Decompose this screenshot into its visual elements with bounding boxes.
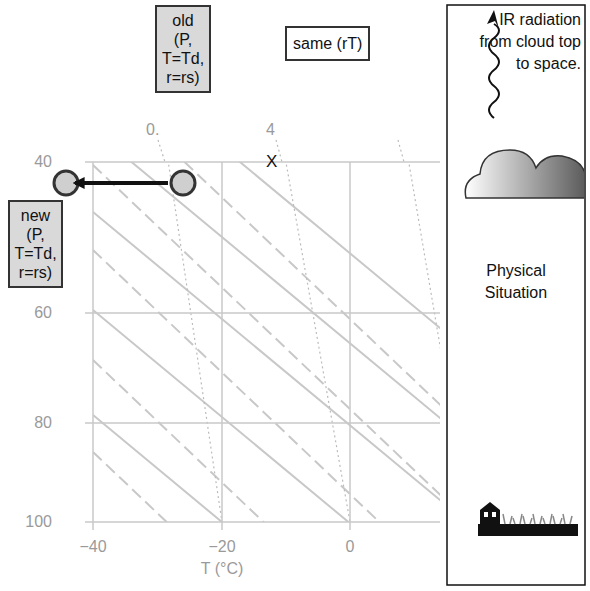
pressure-label: 60	[34, 304, 52, 322]
temperature-label: −20	[208, 538, 235, 556]
pressure-label: 100	[25, 513, 52, 531]
old-state-dot	[171, 171, 195, 195]
pressure-label: 40	[34, 153, 52, 171]
new-state-dot	[54, 171, 78, 195]
axis-title: T (°C)	[201, 560, 244, 578]
temperature-label: 0	[346, 538, 355, 556]
physical-situation-panel: IR radiation from cloud top to space. Phy…	[447, 5, 585, 585]
state-label: new (P, T=Td, r=rs)	[14, 206, 57, 282]
state-box: old (P, T=Td, r=rs)	[155, 5, 211, 93]
state-box: same (rT)	[285, 26, 370, 61]
state-box: new (P, T=Td, r=rs)	[8, 200, 63, 288]
state-label: old (P, T=Td, r=rs)	[161, 11, 205, 87]
house-icon	[480, 502, 500, 524]
state-change-arrow	[75, 181, 168, 185]
cloud-icon	[465, 150, 584, 198]
pressure-label: 80	[34, 414, 52, 432]
grass	[503, 514, 572, 524]
mixing-ratio-label: 0.	[146, 121, 159, 139]
state-label: same (rT)	[293, 34, 362, 53]
point-mark: X	[266, 153, 277, 171]
temperature-label: −40	[79, 538, 106, 556]
diagram-grid	[93, 162, 440, 522]
panel-title: Physical Situation	[462, 260, 570, 304]
ground-bar	[478, 524, 578, 536]
ir-arrowhead	[487, 10, 499, 29]
ir-note: IR radiation from cloud top to space.	[469, 9, 581, 75]
mixing-ratio-label: 4	[266, 121, 275, 139]
physical-panel-frame	[447, 5, 585, 585]
axis-frame	[85, 162, 440, 530]
